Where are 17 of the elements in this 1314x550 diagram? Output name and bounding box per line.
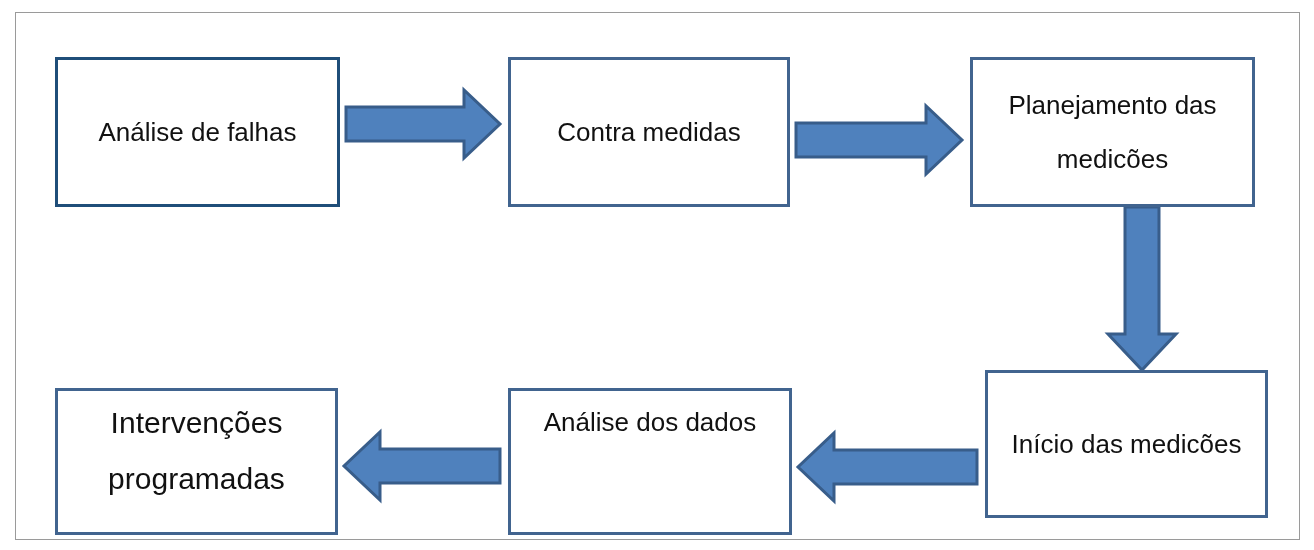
block-arrow	[1104, 205, 1180, 373]
box-label: Intervenções programadas	[107, 405, 286, 497]
block-arrow	[795, 429, 979, 505]
box-label: Análise de falhas	[98, 116, 297, 149]
process-box	[970, 57, 1255, 207]
process-box	[985, 370, 1268, 518]
box-label: Análise dos dados	[543, 406, 757, 439]
process-box	[508, 388, 792, 535]
box-label: Contra medidas	[557, 116, 741, 149]
block-arrow	[344, 86, 503, 162]
process-box	[55, 388, 338, 535]
process-box	[55, 57, 340, 207]
process-box	[508, 57, 790, 207]
box-label: Planejamento das medicões	[1007, 89, 1218, 176]
block-arrow	[341, 428, 502, 504]
block-arrow	[794, 102, 965, 178]
box-label: Início das medicões	[1011, 428, 1242, 461]
